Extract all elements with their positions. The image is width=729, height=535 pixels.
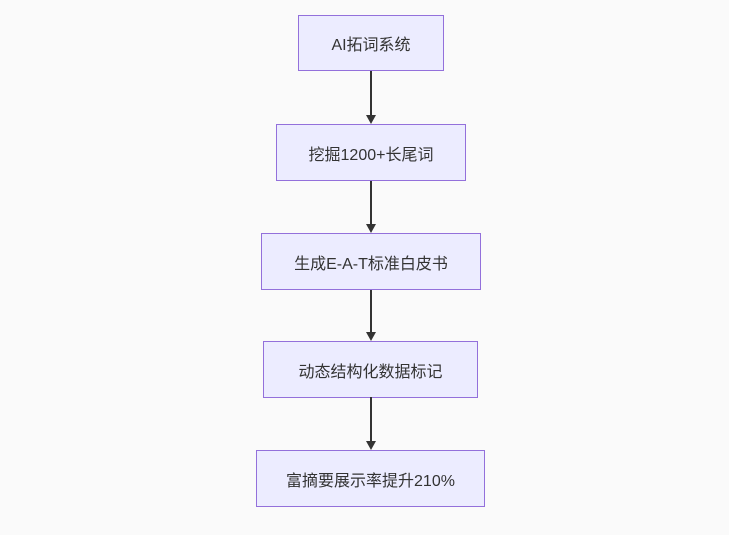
arrowhead-down-icon [366,115,376,124]
flow-arrow-2 [364,181,378,233]
arrow-line [370,290,372,333]
arrow-line [370,181,372,225]
flow-node-ai-keyword-system: AI拓词系统 [298,15,444,71]
arrow-line [370,397,372,442]
flow-node-label: 生成E-A-T标准白皮书 [294,255,448,273]
flow-node-label: 动态结构化数据标记 [298,363,443,381]
flow-node-eat-whitepaper: 生成E-A-T标准白皮书 [261,233,481,290]
flow-node-label: AI拓词系统 [331,37,411,54]
arrowhead-down-icon [366,332,376,341]
flow-node-label: 富摘要展示率提升210% [286,472,455,490]
flow-node-rich-snippet-result: 富摘要展示率提升210% [256,450,485,507]
arrow-line [370,71,372,116]
arrowhead-down-icon [366,224,376,233]
flow-node-label: 挖掘1200+长尾词 [308,146,434,164]
flow-arrow-3 [364,290,378,341]
flow-arrow-1 [364,71,378,124]
flow-arrow-4 [364,397,378,450]
arrowhead-down-icon [366,441,376,450]
flow-node-longtail-mining: 挖掘1200+长尾词 [276,124,466,181]
flow-node-structured-data-markup: 动态结构化数据标记 [263,341,478,398]
